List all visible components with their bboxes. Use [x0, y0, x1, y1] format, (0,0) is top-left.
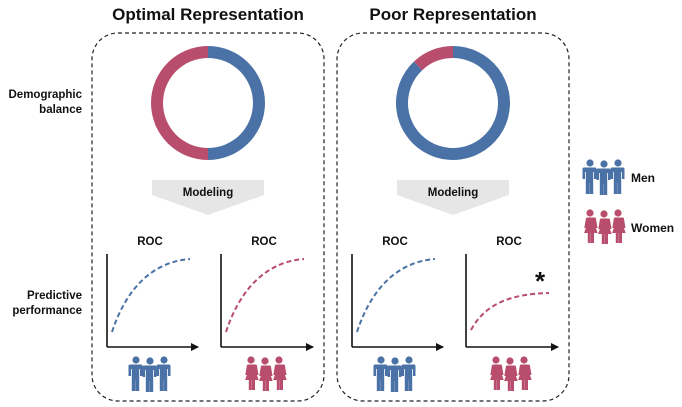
roc-title-optimal-men: ROC — [137, 236, 163, 248]
predictive-performance-label: Predictive performance — [2, 289, 82, 319]
optimal-title: Optimal Representation — [112, 5, 304, 24]
donut-slice-women — [151, 46, 208, 160]
significance-marker: * — [535, 266, 546, 296]
legend-men-icon — [582, 159, 625, 195]
modeling-arrow-poor — [397, 180, 509, 215]
legend-men-label: Men — [631, 171, 655, 185]
demographic-label-line2: balance — [39, 104, 82, 116]
modeling-arrow-optimal — [152, 180, 264, 215]
roc-curve-poor-men — [356, 258, 436, 333]
legend-women-icon — [584, 209, 626, 244]
roc-title-optimal-women: ROC — [251, 236, 277, 248]
roc-curve-optimal-women — [225, 258, 305, 333]
women-group-icon-optimal — [245, 356, 287, 391]
demographic-label-line1: Demographic — [8, 89, 83, 101]
optimal-balance-donut — [151, 46, 265, 160]
roc-curve-optimal-men — [111, 258, 191, 333]
roc-curve-poor-women — [470, 292, 550, 331]
men-group-icon-poor — [373, 356, 416, 392]
predictive-label-line2: performance — [12, 305, 82, 317]
women-group-icon-poor — [490, 356, 532, 391]
roc-title-poor-men: ROC — [382, 236, 408, 248]
donut-slice-men — [395, 46, 510, 160]
modeling-label-poor: Modeling — [427, 187, 479, 199]
poor-panel-border — [336, 32, 570, 402]
predictive-label-line1: Predictive — [27, 290, 82, 302]
roc-axes-optimal-men — [106, 254, 199, 351]
donut-slice-men — [208, 46, 265, 160]
roc-title-poor-women: ROC — [496, 236, 522, 248]
poor-balance-donut — [395, 46, 510, 160]
demographic-balance-label: Demographic balance — [2, 88, 83, 118]
donut-slice-women — [413, 46, 453, 71]
poor-title: Poor Representation — [369, 5, 537, 24]
roc-axes-optimal-women — [220, 254, 314, 351]
men-group-icon-optimal — [128, 356, 171, 392]
roc-axes-poor-women — [465, 254, 559, 351]
optimal-panel-border — [91, 32, 325, 402]
roc-axes-poor-men — [351, 254, 444, 351]
modeling-label-optimal: Modeling — [182, 187, 234, 199]
legend-women-label: Women — [631, 221, 675, 235]
